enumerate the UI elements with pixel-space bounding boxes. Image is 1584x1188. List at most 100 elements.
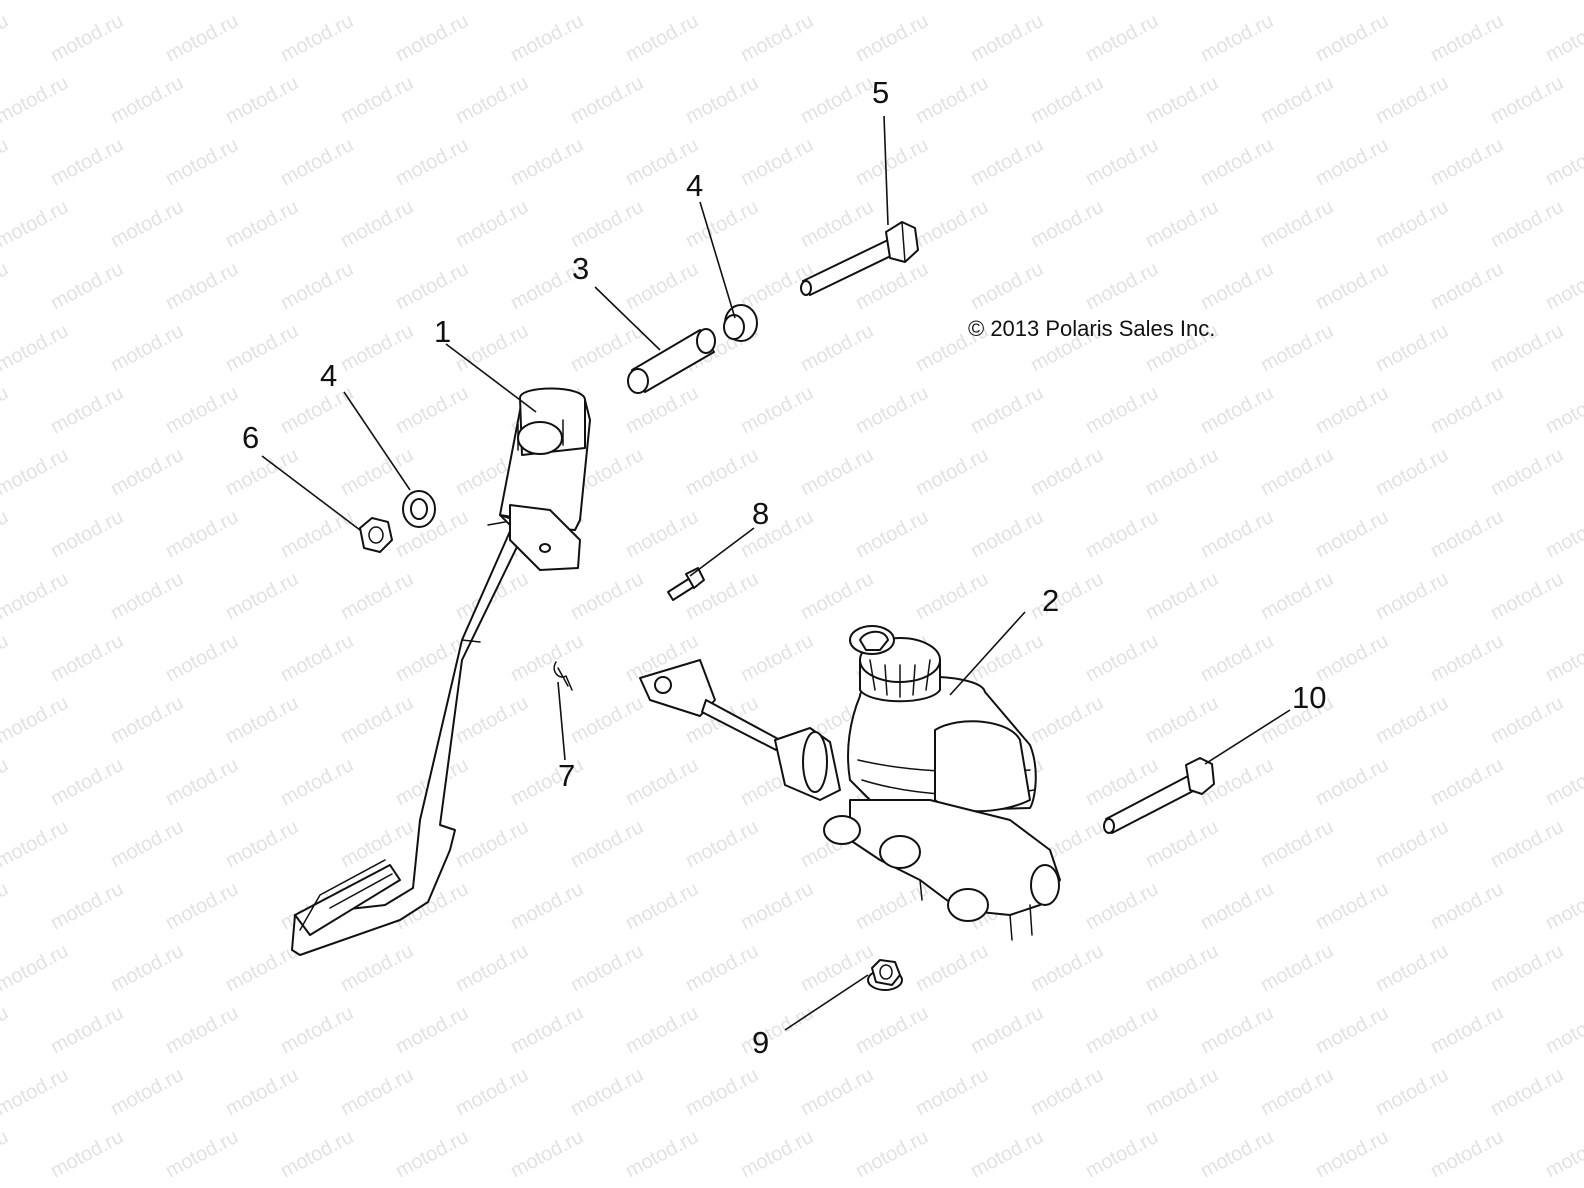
watermark-text: motod.ru [1487, 692, 1567, 748]
watermark-text: motod.ru [277, 1126, 357, 1182]
callout-8: 8 [752, 496, 769, 531]
watermark-text: motod.ru [1372, 0, 1452, 4]
watermark-text: motod.ru [967, 134, 1047, 190]
master-cylinder-bolt [1103, 757, 1215, 834]
watermark-text: motod.ru [1142, 1064, 1222, 1120]
watermark-text: motod.ru [107, 196, 187, 252]
watermark-text: motod.ru [277, 630, 357, 686]
watermark-text: motod.ru [452, 0, 532, 4]
watermark-text: motod.ru [47, 754, 127, 810]
watermark-text: motod.ru [1027, 568, 1107, 624]
watermark-text: motod.ru [852, 134, 932, 190]
watermark-text: motod.ru [1427, 1126, 1507, 1182]
watermark-text: motod.ru [622, 10, 702, 66]
watermark-text: motod.ru [797, 1064, 877, 1120]
watermark-text: motod.ru [797, 196, 877, 252]
watermark-text: motod.ru [222, 444, 302, 500]
watermark-text: motod.ru [47, 382, 127, 438]
watermark-text: motod.ru [1082, 258, 1162, 314]
watermark-text: motod.ru [797, 568, 877, 624]
watermark-text: motod.ru [622, 258, 702, 314]
watermark-text: motod.ru [1257, 940, 1337, 996]
watermark-text: motod.ru [1487, 1064, 1567, 1120]
watermark-text: motod.ru [1257, 0, 1337, 4]
watermark-text: motod.ru [1487, 320, 1567, 376]
watermark-text: motod.ru [162, 1002, 242, 1058]
watermark-text: motod.ru [1312, 1002, 1392, 1058]
watermark-text: motod.ru [1427, 134, 1507, 190]
watermark-text: motod.ru [682, 72, 762, 128]
leader-lines [261, 115, 1291, 1031]
watermark-text: motod.ru [507, 1002, 587, 1058]
watermark-text: motod.ru [1197, 630, 1277, 686]
watermark-text: motod.ru [162, 382, 242, 438]
watermark-text: motod.ru [452, 72, 532, 128]
watermark-text: motod.ru [1427, 878, 1507, 934]
watermark-text: motod.ru [1027, 444, 1107, 500]
watermark-text: motod.ru [47, 506, 127, 562]
watermark-text: motod.ru [1197, 1002, 1277, 1058]
callout-7: 7 [558, 758, 575, 793]
watermark-text: motod.ru [1542, 506, 1584, 562]
watermark-text: motod.ru [1197, 134, 1277, 190]
watermark-text: motod.ru [222, 196, 302, 252]
watermark-text: motod.ru [452, 692, 532, 748]
watermark-text: motod.ru [392, 10, 472, 66]
watermark-text: motod.ru [852, 1002, 932, 1058]
watermark-text: motod.ru [0, 72, 72, 128]
watermark-text: motod.ru [107, 444, 187, 500]
watermark-text: motod.ru [1487, 196, 1567, 252]
watermark-text: motod.ru [452, 196, 532, 252]
watermark-text: motod.ru [222, 940, 302, 996]
watermark-text: motod.ru [107, 816, 187, 872]
watermark-text: motod.ru [337, 72, 417, 128]
watermark-text: motod.ru [0, 692, 72, 748]
watermark-text: motod.ru [737, 382, 817, 438]
watermark-text: motod.ru [0, 0, 72, 4]
watermark-text: motod.ru [737, 506, 817, 562]
watermark-text: motod.ru [47, 1126, 127, 1182]
watermark-text: motod.ru [1027, 1064, 1107, 1120]
watermark-text: motod.ru [1312, 506, 1392, 562]
watermark-text: motod.ru [1487, 568, 1567, 624]
watermark-text: motod.ru [1027, 0, 1107, 4]
watermark-text: motod.ru [967, 506, 1047, 562]
watermark-text: motod.ru [1142, 196, 1222, 252]
watermark-text: motod.ru [1372, 940, 1452, 996]
watermark-text: motod.ru [912, 72, 992, 128]
watermark-text: motod.ru [1082, 630, 1162, 686]
watermark-text: motod.ru [1312, 134, 1392, 190]
watermark-text: motod.ru [1372, 196, 1452, 252]
watermark-text: motod.ru [47, 878, 127, 934]
watermark-text: motod.ru [1082, 878, 1162, 934]
watermark-text: motod.ru [797, 72, 877, 128]
brake-pedal [291, 387, 591, 956]
watermark-text: motod.ru [1372, 692, 1452, 748]
watermark-text: motod.ru [222, 72, 302, 128]
watermark-text: motod.ru [622, 506, 702, 562]
watermark-text: motod.ru [0, 1064, 72, 1120]
watermark-text: motod.ru [277, 134, 357, 190]
watermark-text: motod.ru [452, 320, 532, 376]
watermark-text: motod.ru [912, 1064, 992, 1120]
watermark-text: motod.ru [0, 10, 12, 66]
cotter-pin [553, 661, 573, 691]
watermark-text: motod.ru [1542, 134, 1584, 190]
watermark-text: motod.ru [1427, 1002, 1507, 1058]
watermark-text: motod.ru [0, 320, 72, 376]
watermark-text: motod.ru [1372, 1064, 1452, 1120]
watermark-text: motod.ru [1542, 258, 1584, 314]
watermark-text: motod.ru [1197, 1126, 1277, 1182]
watermark-text: motod.ru [1027, 72, 1107, 128]
watermark-text: motod.ru [507, 630, 587, 686]
watermark-text: motod.ru [107, 568, 187, 624]
watermark-text: motod.ru [852, 506, 932, 562]
callout-3: 3 [572, 251, 589, 286]
watermark-text: motod.ru [452, 816, 532, 872]
watermark-text: motod.ru [222, 816, 302, 872]
watermark-text: motod.ru [1372, 72, 1452, 128]
watermark-text: motod.ru [452, 940, 532, 996]
watermark-text: motod.ru [1142, 0, 1222, 4]
watermark-text: motod.ru [1312, 1126, 1392, 1182]
